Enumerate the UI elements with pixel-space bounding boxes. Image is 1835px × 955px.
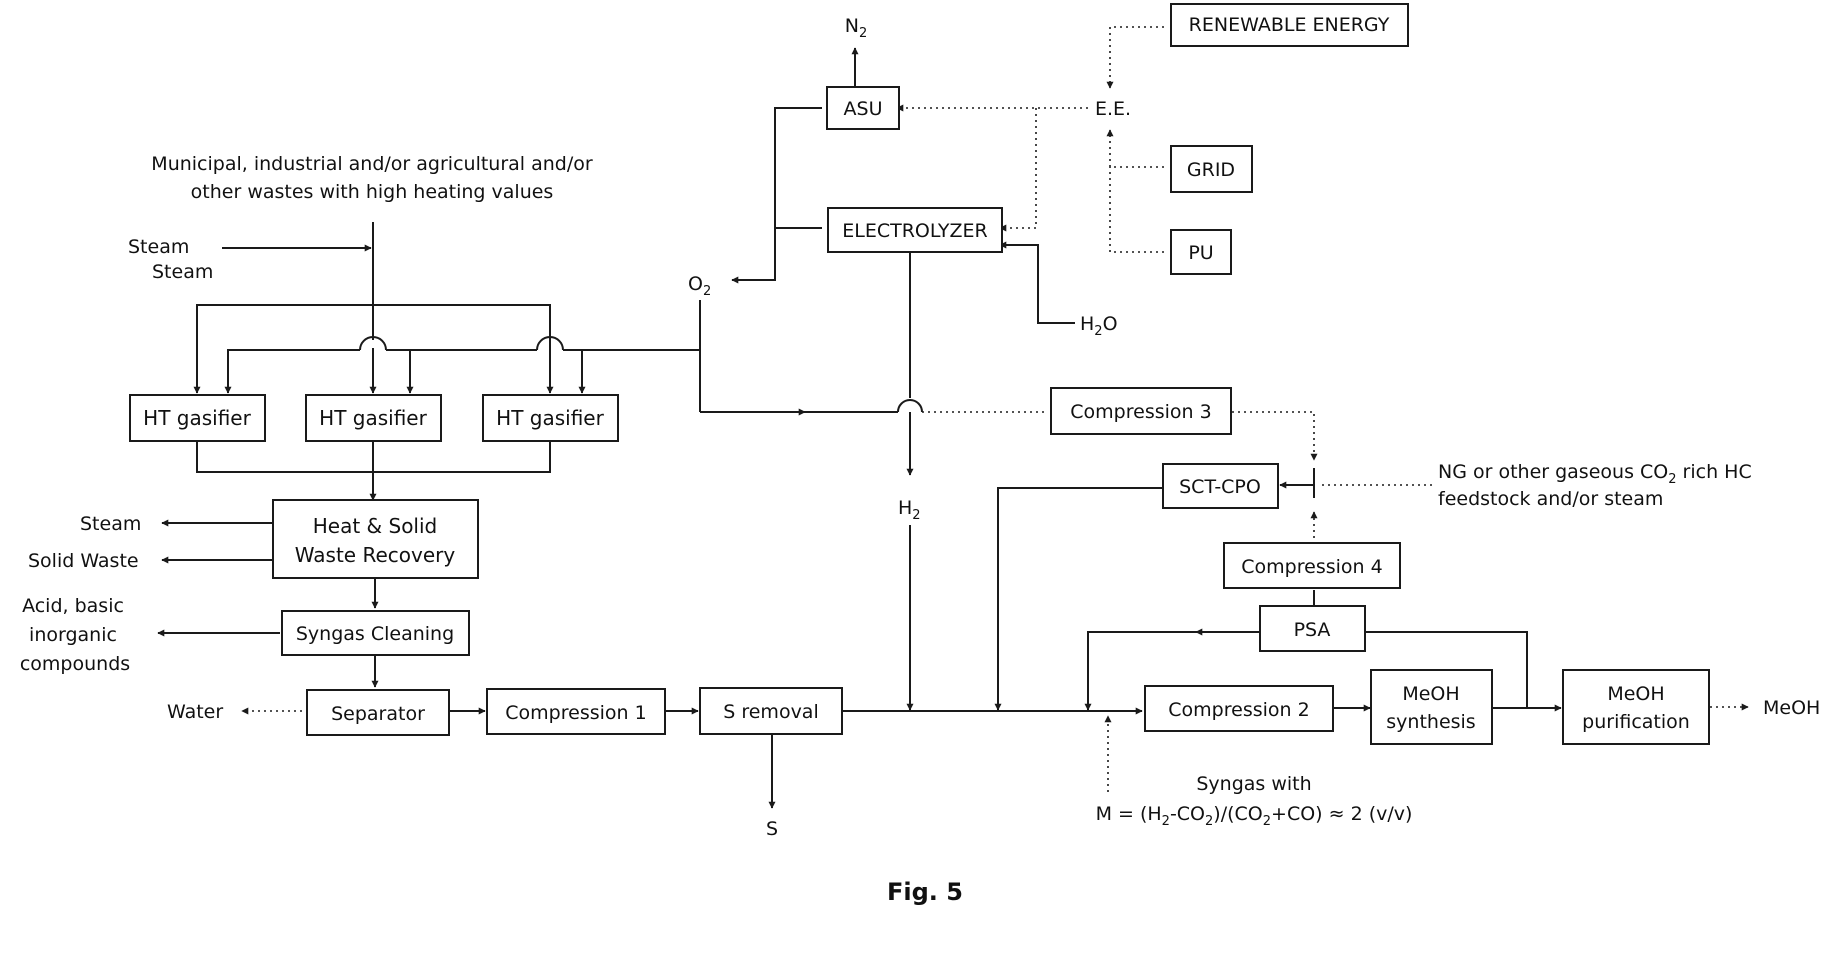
wastes-label-1: Municipal, industrial and/or agricultura…	[151, 153, 593, 175]
compression-2-label: Compression 2	[1168, 699, 1309, 721]
h2-label: H2	[898, 497, 921, 523]
grid-link	[1110, 130, 1164, 167]
water-label: Water	[167, 701, 223, 723]
acid-label-3: compounds	[20, 653, 130, 675]
asu-label: ASU	[844, 98, 883, 120]
syngas-cleaning-label: Syngas Cleaning	[296, 623, 454, 645]
sct-cpo-to-syngas	[998, 488, 1163, 710]
renewable-energy-label: RENEWABLE ENERGY	[1189, 14, 1390, 36]
asu-oxygen-line	[732, 108, 822, 280]
water-feed-line	[1000, 245, 1075, 323]
meoh-synthesis-label-2: synthesis	[1386, 711, 1475, 733]
compression-3-label: Compression 3	[1070, 401, 1211, 423]
compression-1-label: Compression 1	[505, 702, 646, 724]
meoh-purification-label-2: purification	[1582, 711, 1690, 733]
meoh-product-label: MeOH	[1763, 697, 1820, 719]
steam-output-label: Steam	[80, 513, 141, 535]
o2-label: O2	[688, 273, 711, 299]
m-equation-label: M = (H2-CO2)/(CO2+CO) ≈ 2 (v/v)	[1096, 803, 1413, 829]
heat-solid-label-1: Heat & Solid	[313, 514, 438, 538]
s-removal-label: S removal	[723, 701, 818, 723]
figure-caption: Fig. 5	[887, 878, 963, 906]
steam-input-label-1: Steam	[128, 236, 189, 258]
ht-gasifier-label-1: HT gasifier	[143, 406, 251, 430]
acid-label-2: inorganic	[29, 624, 117, 646]
wastes-label-2: other wastes with high heating values	[191, 181, 554, 203]
oxygen-to-gasifier1	[228, 350, 360, 393]
compression3-to-mix	[1232, 412, 1314, 460]
pu-label: PU	[1188, 242, 1213, 264]
ht-gasifier-label-3: HT gasifier	[496, 406, 604, 430]
h2-crossover-arc	[898, 400, 922, 412]
meoh-synthesis-label-1: MeOH	[1402, 683, 1459, 705]
steam-input-label-2: Steam	[152, 261, 213, 283]
sulfur-label: S	[766, 818, 778, 840]
solid-waste-label: Solid Waste	[28, 550, 139, 572]
ee-label: E.E.	[1095, 98, 1131, 120]
grid-label: GRID	[1187, 159, 1235, 181]
ee-to-electrolyzer-link	[1000, 108, 1036, 228]
sct-cpo-label: SCT-CPO	[1179, 476, 1261, 498]
n2-label: N2	[845, 15, 868, 41]
psa-label: PSA	[1294, 619, 1331, 641]
heat-solid-label-2: Waste Recovery	[295, 543, 456, 567]
ht-gasifier-label-2: HT gasifier	[319, 406, 427, 430]
pu-link	[1110, 167, 1164, 252]
renewable-energy-link	[1110, 27, 1164, 88]
ng-feed-label-1: NG or other gaseous CO2 rich HC	[1438, 461, 1752, 487]
acid-label-1: Acid, basic	[22, 595, 124, 617]
separator-label: Separator	[331, 703, 425, 725]
h2o-label: H2O	[1080, 313, 1118, 339]
compression-4-label: Compression 4	[1241, 556, 1382, 578]
stream-labels: N2 E.E. Municipal, industrial and/or agr…	[20, 15, 1820, 906]
syngas-label: Syngas with	[1196, 773, 1311, 795]
electrolyzer-label: ELECTROLYZER	[842, 220, 988, 242]
ng-feed-label-2: feedstock and/or steam	[1438, 488, 1663, 510]
meoh-purification-label-1: MeOH	[1607, 683, 1664, 705]
